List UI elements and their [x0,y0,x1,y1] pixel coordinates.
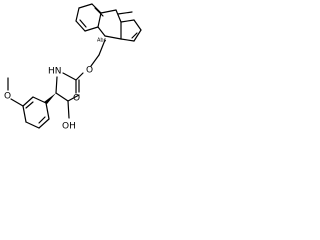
methoxy-oxygen-label: O [4,92,11,102]
bond [38,116,46,124]
methoxyphenyl-ring: O [4,77,50,129]
ether-oxygen-label: O [86,66,93,76]
bond [62,72,77,81]
bond [32,96,47,104]
bond [79,19,87,28]
bond [133,19,142,31]
bond [22,105,27,123]
chemical-structure: Abs O O HN OH O [4,3,142,132]
bond [75,72,84,81]
bond [90,54,100,67]
bond [55,92,69,102]
bond [98,39,106,56]
bond [78,3,93,9]
bond [120,19,135,23]
bond [84,26,99,32]
fluorene-ch-label: Abs [97,38,107,44]
acid-hydroxyl-label: OH [62,122,76,132]
bond [25,121,40,129]
bond [22,96,34,107]
fluorene-group: Abs [75,3,142,44]
bond [25,101,34,109]
bond [131,32,138,39]
bond [104,35,122,40]
bond [10,98,24,107]
amino-acid-core: OH [44,76,80,132]
bond [97,12,102,28]
bond [100,9,117,14]
bond [94,7,104,17]
bond [75,7,80,22]
bond [117,11,133,15]
bond [75,20,86,32]
carbonyl-oxygen-label: O [73,94,80,104]
nh-label: HN [48,67,62,77]
bond [120,38,135,42]
fmoc-linker: O O HN [48,39,106,104]
bond [67,100,70,119]
bond [38,118,50,129]
bond [115,9,122,23]
bond [45,102,50,120]
bond [91,3,102,14]
bond [133,29,142,42]
stereo-wedge [44,93,56,104]
bond [97,26,106,37]
bond [67,94,80,102]
bond [55,76,58,94]
